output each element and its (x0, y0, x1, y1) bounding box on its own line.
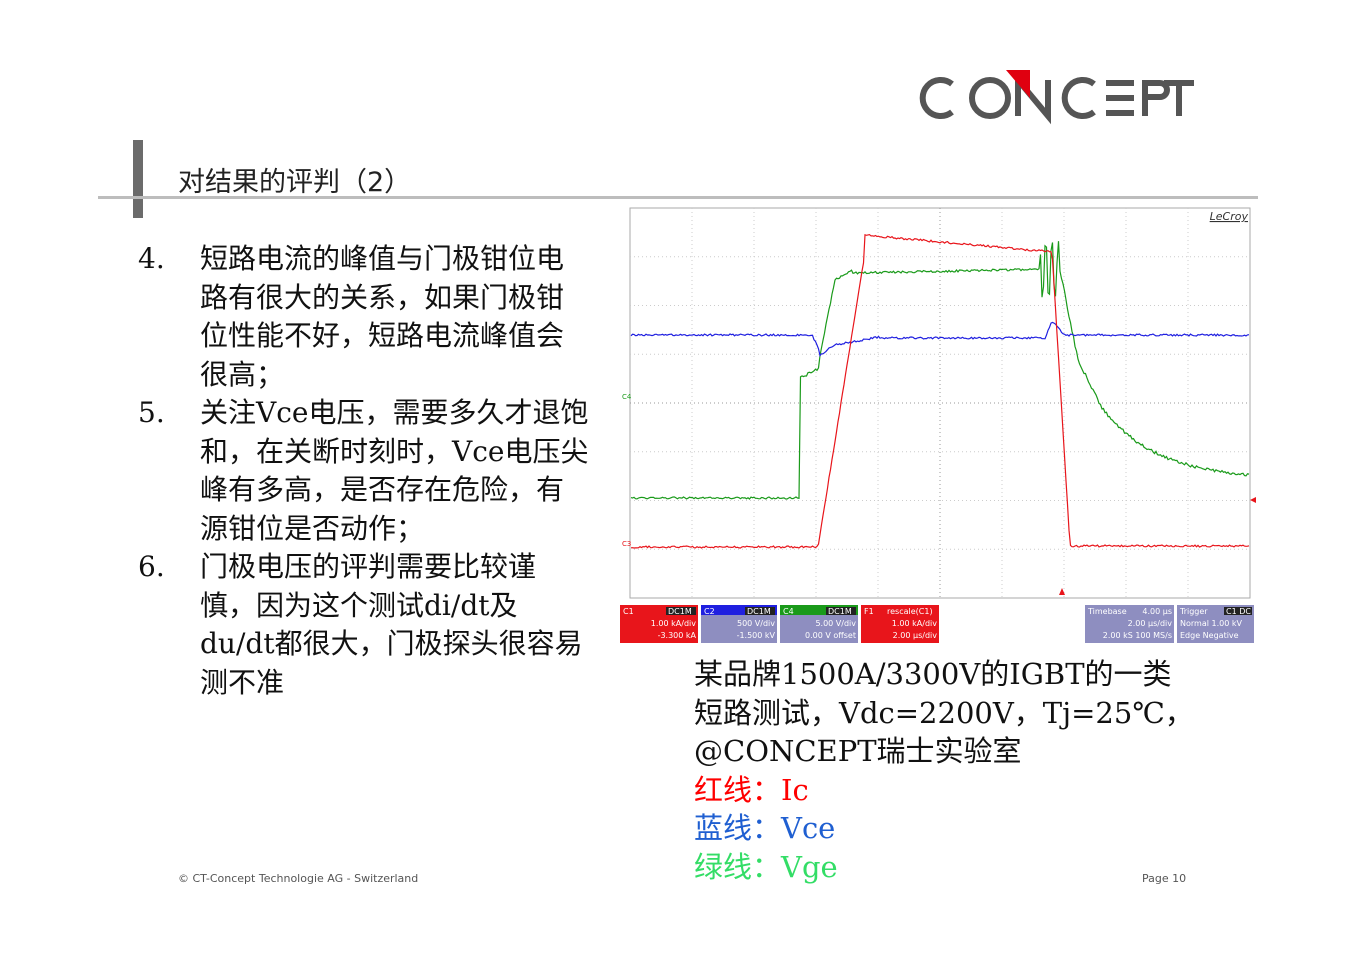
bullet-item: 5. 关注Vce电压，需要多久才退饱和，在关断时刻时，Vce电压尖峰有多高，是否… (138, 394, 598, 548)
svg-text:C1 DC: C1 DC (1226, 607, 1251, 616)
svg-text:5.00 V/div: 5.00 V/div (815, 619, 856, 628)
legend-blue-vce: 蓝线：Vce (694, 809, 1194, 848)
svg-text:-3.300 kA: -3.300 kA (658, 631, 697, 640)
footer-page-number: Page 10 (1142, 872, 1186, 885)
svg-text:2.00 µs/div: 2.00 µs/div (893, 631, 938, 640)
legend-green-vge: 绿线：Vge (694, 848, 1194, 887)
trigger-readout: Trigger C1 DC Normal 1.00 kV Edge Negati… (1177, 605, 1254, 643)
svg-text:-1.500 kV: -1.500 kV (737, 631, 776, 640)
channel-marker-c3: C3 (622, 540, 631, 548)
svg-text:F1: F1 (864, 607, 874, 616)
bullet-text: 短路电流的峰值与门极钳位电路有很大的关系，如果门极钳位性能不好，短路电流峰值会很… (200, 240, 590, 394)
oscilloscope-capture: LeCroy C4 C3 C1 DC1M 1.00 kA/div -3.300 … (620, 205, 1260, 645)
bullet-text: 门极电压的评判需要比较谨慎，因为这个测试di/dt及du/dt都很大，门极探头很… (200, 548, 590, 702)
trigger-level-marker (1250, 497, 1256, 503)
caption-line: @CONCEPT瑞士实验室 (694, 732, 1194, 771)
figure-caption: 某品牌1500A/3300V的IGBT的一类 短路测试，Vdc=2200V，Tj… (694, 655, 1194, 887)
svg-text:C4: C4 (783, 607, 794, 616)
concept-logo (908, 70, 1198, 126)
svg-text:Edge Negative: Edge Negative (1180, 631, 1239, 640)
bullet-item: 6. 门极电压的评判需要比较谨慎，因为这个测试di/dt及du/dt都很大，门极… (138, 548, 598, 702)
caption-line: 短路测试，Vdc=2200V，Tj=25℃， (694, 694, 1194, 733)
svg-text:4.00 µs: 4.00 µs (1142, 607, 1172, 616)
svg-text:1.00 kA/div: 1.00 kA/div (892, 619, 937, 628)
lecroy-brand: LeCroy (1210, 210, 1249, 223)
readout-f1: F1 rescale(C1) 1.00 kA/div 2.00 µs/div (861, 605, 939, 643)
footer-copyright: © CT-Concept Technologie AG - Switzerlan… (178, 872, 418, 885)
readout-c2: C2 DC1M 500 V/div -1.500 kV (701, 605, 777, 643)
svg-text:C2: C2 (704, 607, 715, 616)
bullet-text: 关注Vce电压，需要多久才退饱和，在关断时刻时，Vce电压尖峰有多高，是否存在危… (200, 394, 590, 548)
svg-text:2.00 µs/div: 2.00 µs/div (1128, 619, 1173, 628)
title-accent-bar (133, 140, 143, 218)
svg-text:DC1M: DC1M (747, 607, 771, 616)
bullet-item: 4. 短路电流的峰值与门极钳位电路有很大的关系，如果门极钳位性能不好，短路电流峰… (138, 240, 598, 394)
svg-text:Trigger: Trigger (1179, 607, 1208, 616)
bullet-number: 5. (138, 394, 200, 548)
caption-line: 某品牌1500A/3300V的IGBT的一类 (694, 655, 1194, 694)
timebase-readout: Timebase 4.00 µs 2.00 µs/div 2.00 kS 100… (1085, 605, 1174, 643)
svg-text:DC1M: DC1M (668, 607, 692, 616)
channel-marker-c4: C4 (622, 393, 632, 401)
readout-c1: C1 DC1M 1.00 kA/div -3.300 kA (620, 605, 698, 643)
svg-text:rescale(C1): rescale(C1) (887, 607, 933, 616)
svg-text:Normal 1.00 kV: Normal 1.00 kV (1180, 619, 1242, 628)
bullet-number: 6. (138, 548, 200, 702)
svg-text:2.00 kS 100 MS/s: 2.00 kS 100 MS/s (1103, 631, 1172, 640)
bullet-list: 4. 短路电流的峰值与门极钳位电路有很大的关系，如果门极钳位性能不好，短路电流峰… (138, 240, 598, 702)
svg-text:500 V/div: 500 V/div (737, 619, 775, 628)
bullet-number: 4. (138, 240, 200, 394)
legend-red-ic: 红线：Ic (694, 771, 1194, 810)
svg-text:C1: C1 (623, 607, 634, 616)
svg-text:Timebase: Timebase (1087, 607, 1127, 616)
page-title: 对结果的评判（2） (178, 160, 411, 199)
readout-c4: C4 DC1M 5.00 V/div 0.00 V offset (780, 605, 858, 643)
svg-text:1.00 kA/div: 1.00 kA/div (651, 619, 696, 628)
svg-text:DC1M: DC1M (828, 607, 852, 616)
svg-text:0.00 V offset: 0.00 V offset (805, 631, 856, 640)
